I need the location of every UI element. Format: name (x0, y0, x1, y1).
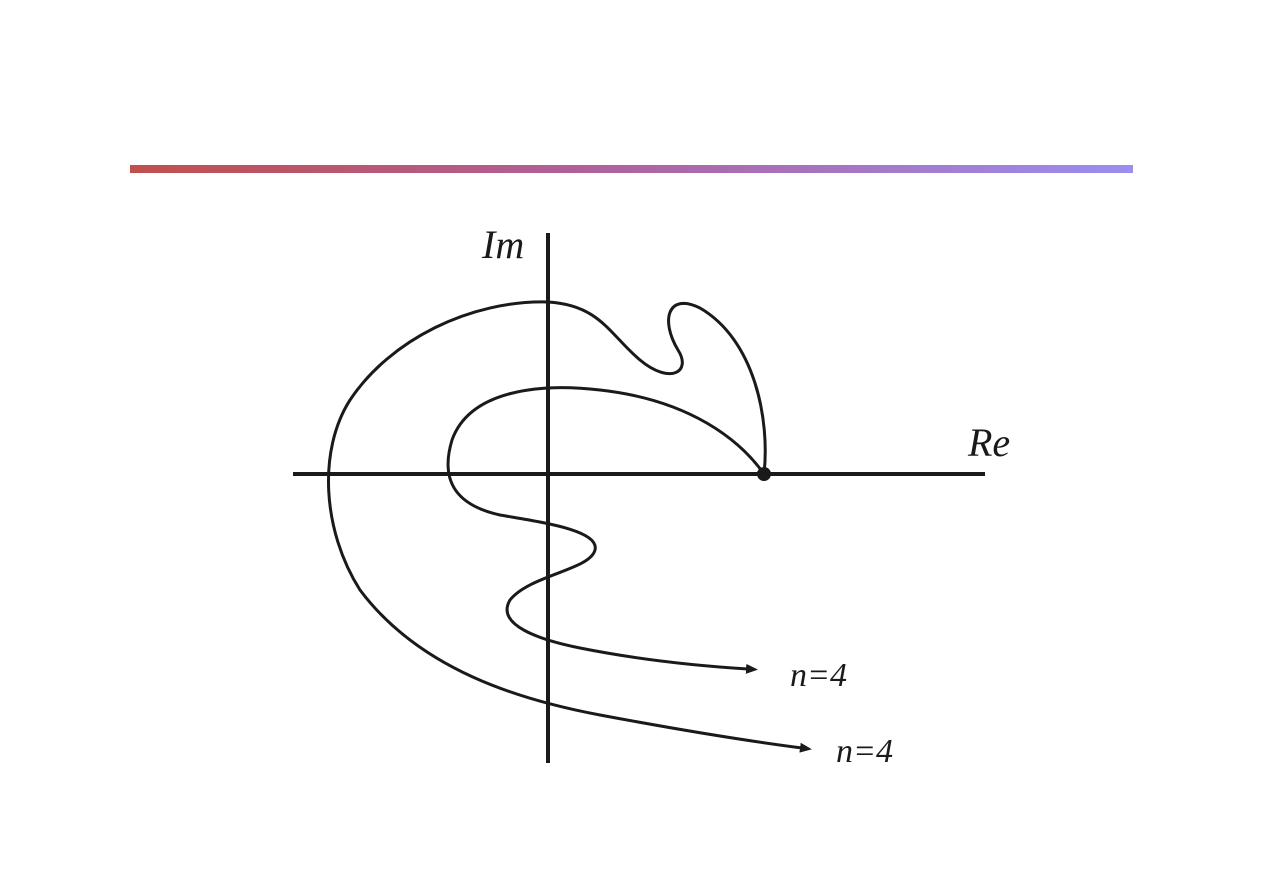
outer-curve-label: n=4 (836, 733, 893, 770)
title-divider-bar (130, 165, 1133, 173)
outer-curve (327, 300, 812, 753)
inner-curve-label: n=4 (790, 657, 847, 694)
inner-curve (446, 386, 766, 674)
start-point (757, 467, 771, 481)
imaginary-axis-label: Im (481, 222, 524, 267)
real-axis-label: Re (967, 420, 1010, 465)
